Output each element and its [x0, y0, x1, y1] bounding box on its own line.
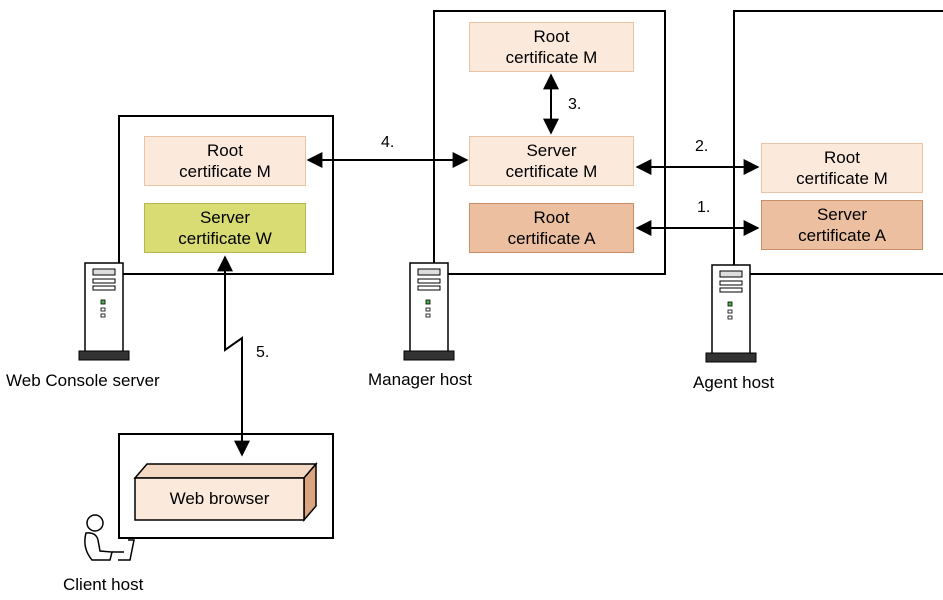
wc-server-certificate-w: Server certificate W — [144, 203, 306, 253]
user-icon — [84, 514, 135, 561]
step-label-2: 2. — [695, 138, 709, 155]
step-label-4: 4. — [381, 134, 395, 151]
agent-host-server-icon — [705, 264, 757, 363]
mgr-root-certificate-m: Root certificate M — [469, 22, 634, 72]
agt-server-certificate-a: Server certificate A — [761, 200, 923, 250]
web-browser-box-shape — [133, 461, 318, 523]
web-console-server-icon — [78, 262, 130, 361]
wc-root-certificate-m: Root certificate M — [144, 136, 306, 186]
step-label-5: 5. — [256, 344, 270, 361]
web-console-server-label: Web Console server — [6, 371, 160, 390]
manager-host-server-icon — [403, 262, 455, 361]
mgr-server-certificate-m: Server certificate M — [469, 136, 634, 186]
arrow-step-5 — [217, 255, 250, 457]
manager-host-label: Manager host — [368, 370, 472, 389]
agt-root-certificate-m: Root certificate M — [761, 143, 923, 193]
step-label-3: 3. — [568, 96, 582, 113]
mgr-root-certificate-a: Root certificate A — [469, 203, 634, 253]
step-label-1: 1. — [697, 199, 711, 216]
agent-host-label: Agent host — [693, 373, 775, 392]
client-host-label: Client host — [63, 575, 144, 594]
web-browser-label: Web browser — [169, 489, 270, 508]
